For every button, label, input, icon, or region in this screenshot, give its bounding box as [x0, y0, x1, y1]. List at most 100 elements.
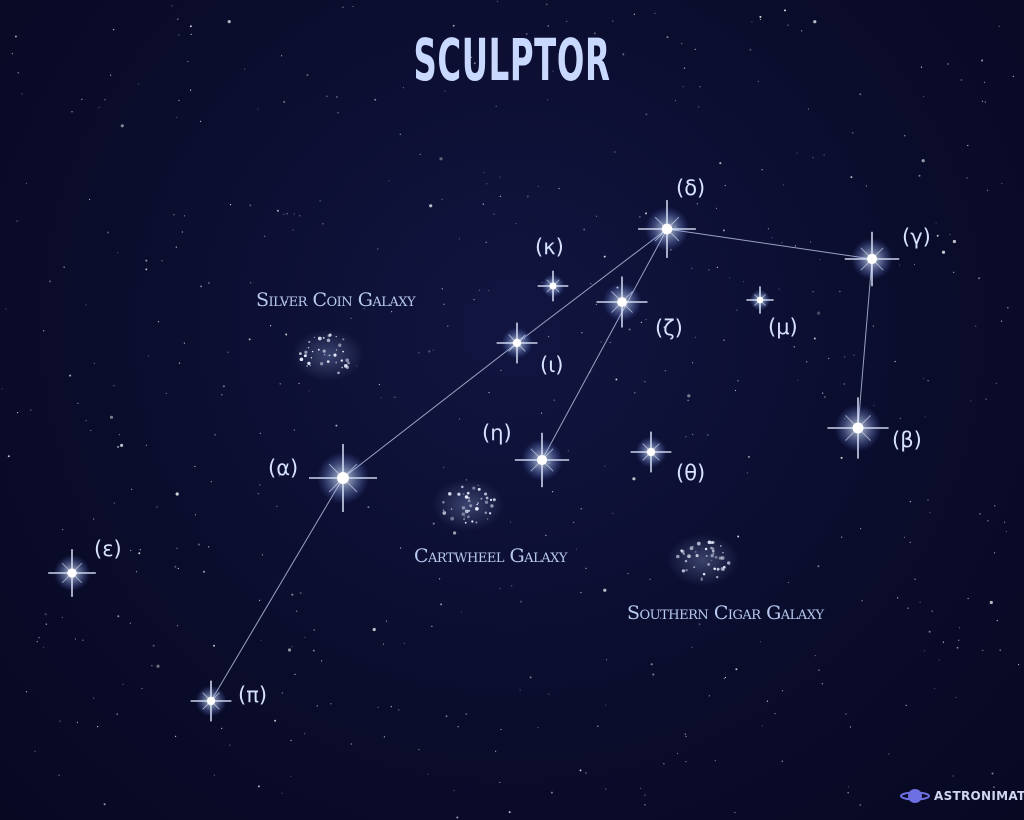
- background-star: [840, 456, 843, 459]
- background-star: [222, 385, 225, 388]
- background-star: [573, 521, 575, 523]
- background-star: [652, 673, 655, 676]
- background-star: [743, 281, 745, 283]
- background-star: [221, 394, 223, 396]
- background-star: [286, 213, 288, 215]
- background-star: [456, 816, 459, 819]
- label-mu: (μ): [768, 315, 798, 339]
- background-star: [634, 392, 636, 394]
- background-star: [428, 350, 431, 353]
- background-star: [441, 288, 443, 290]
- background-star: [495, 105, 497, 107]
- background-star: [161, 260, 163, 262]
- background-star: [97, 726, 99, 728]
- background-star: [650, 663, 653, 666]
- background-star: [766, 700, 769, 702]
- background-star: [605, 788, 607, 790]
- background-star: [967, 144, 969, 147]
- background-star: [934, 688, 936, 690]
- background-star: [938, 659, 941, 661]
- star-eta: [514, 432, 570, 488]
- background-star: [716, 266, 719, 268]
- background-star: [953, 271, 955, 273]
- background-star: [135, 571, 138, 573]
- background-star: [605, 704, 607, 706]
- background-star: [121, 444, 123, 447]
- background-star: [979, 513, 981, 515]
- background-star: [685, 436, 687, 438]
- background-star: [17, 72, 19, 74]
- background-star: [654, 12, 656, 14]
- background-star: [25, 182, 28, 184]
- background-star: [187, 60, 189, 63]
- background-star: [729, 277, 731, 279]
- background-star: [958, 639, 960, 641]
- background-star: [924, 416, 926, 418]
- background-star: [117, 252, 119, 254]
- background-star: [999, 649, 1001, 651]
- background-star: [175, 492, 179, 496]
- background-star: [89, 198, 91, 201]
- background-star: [257, 108, 259, 110]
- background-star: [537, 185, 539, 187]
- background-star: [987, 520, 989, 522]
- background-star: [865, 185, 868, 187]
- background-star: [363, 308, 365, 310]
- background-star: [787, 581, 790, 584]
- background-star: [813, 337, 816, 340]
- label-delta: (δ): [676, 176, 706, 200]
- background-star: [734, 811, 736, 814]
- background-star: [419, 153, 421, 155]
- background-star: [77, 402, 79, 404]
- background-star: [382, 643, 385, 645]
- background-star: [157, 321, 160, 323]
- background-star: [644, 794, 646, 796]
- background-star: [249, 204, 252, 207]
- background-star: [615, 378, 618, 381]
- background-star: [250, 282, 252, 284]
- background-star: [921, 159, 925, 163]
- background-star: [558, 187, 560, 190]
- background-star: [685, 735, 687, 738]
- background-star: [399, 133, 401, 135]
- background-star: [698, 623, 701, 626]
- background-star: [781, 242, 783, 244]
- background-star: [580, 508, 582, 510]
- background-star: [458, 238, 460, 240]
- background-star: [1004, 521, 1006, 523]
- background-star: [981, 59, 984, 62]
- background-star: [735, 668, 738, 671]
- background-star: [287, 648, 292, 652]
- brand-name: ASTRONIMATE: [934, 789, 1024, 803]
- star-alpha: [309, 444, 377, 512]
- background-star: [918, 174, 921, 177]
- background-star: [177, 18, 179, 20]
- background-star: [550, 791, 553, 794]
- background-star: [290, 739, 292, 742]
- background-star: [952, 775, 954, 777]
- background-star: [398, 709, 400, 711]
- background-star: [905, 704, 907, 706]
- background-star: [460, 611, 462, 613]
- background-star: [663, 326, 666, 329]
- background-star: [292, 229, 294, 231]
- background-star: [85, 420, 87, 422]
- label-zeta: (ζ): [655, 316, 683, 340]
- background-star: [260, 639, 262, 641]
- background-star: [82, 639, 84, 641]
- background-star: [872, 325, 875, 327]
- background-star: [5, 308, 7, 310]
- background-star: [737, 380, 739, 382]
- background-star: [457, 726, 459, 728]
- background-star: [894, 360, 896, 363]
- background-star: [708, 695, 711, 697]
- background-star: [687, 394, 691, 398]
- background-star: [165, 392, 167, 394]
- background-star: [985, 398, 987, 400]
- background-star: [923, 377, 925, 380]
- background-star: [853, 354, 855, 356]
- background-star: [998, 25, 1000, 27]
- background-star: [640, 321, 643, 323]
- background-star: [540, 412, 543, 414]
